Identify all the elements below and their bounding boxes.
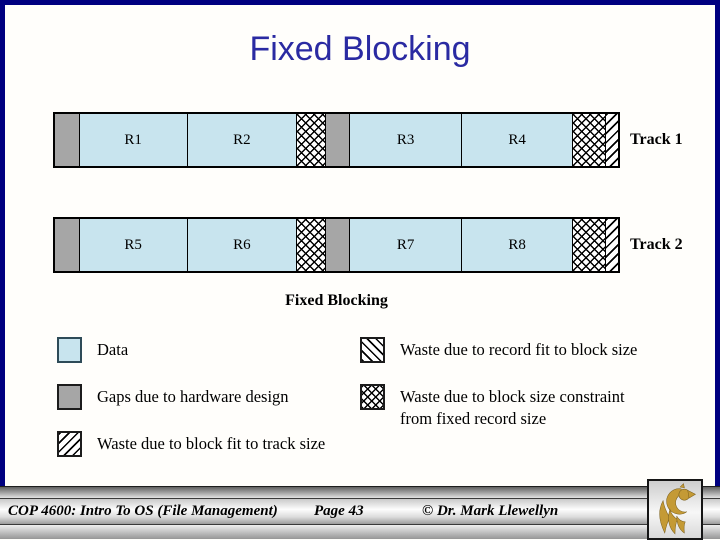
slide-border-right <box>715 0 720 487</box>
legend-label-blocksize-line2: from fixed record size <box>400 409 547 428</box>
track-segment-data-r5: R5 <box>78 219 187 271</box>
legend-label-blocksize-waste: Waste due to block size constraint from … <box>400 384 625 430</box>
track-segment-diag <box>605 219 618 271</box>
legend-swatch-gap <box>57 384 82 410</box>
track-segment-data-r1: R1 <box>78 114 187 166</box>
footer-page-number: Page 43 <box>314 503 364 519</box>
footer-course: COP 4600: Intro To OS (File Management) <box>8 503 278 519</box>
track-segment-cross <box>295 114 325 166</box>
track-segment-gap <box>55 219 79 271</box>
legend-label-record-waste: Waste due to record fit to block size <box>400 340 638 359</box>
slide-border-top <box>0 0 720 5</box>
legend-row-track-waste: Waste due to block fit to track size <box>57 431 325 457</box>
ucf-pegasus-logo <box>659 482 696 534</box>
legend-row-blocksize-waste: Waste due to block size constraint from … <box>360 384 625 430</box>
track-segment-gap <box>324 114 350 166</box>
track-label-1: Track 1 <box>630 131 683 148</box>
legend-swatch-crosshatch <box>360 384 385 410</box>
legend-row-data: Data <box>57 337 128 363</box>
track-segment-gap <box>55 114 79 166</box>
logo-panel <box>647 479 703 540</box>
track-segment-cross <box>572 114 605 166</box>
track-segment-data-r7: R7 <box>349 219 461 271</box>
legend-label-data: Data <box>97 340 129 359</box>
track-segment-data-r2: R2 <box>186 114 296 166</box>
legend-swatch-diagonal-back <box>360 337 385 363</box>
track-segment-cross <box>572 219 605 271</box>
legend-row-record-waste: Waste due to record fit to block size <box>360 337 637 363</box>
footer-top-strip <box>0 486 720 499</box>
footer-copyright: © Dr. Mark Llewellyn <box>422 503 559 519</box>
track-label-2: Track 2 <box>630 236 683 253</box>
track-segment-data-r6: R6 <box>186 219 296 271</box>
diagram-caption: Fixed Blocking <box>285 292 388 309</box>
footer-bottom-strip <box>0 525 720 539</box>
footer-bar: COP 4600: Intro To OS (File Management) … <box>0 486 720 539</box>
footer-main-strip: COP 4600: Intro To OS (File Management) … <box>0 499 720 525</box>
track-segment-data-r4: R4 <box>460 114 573 166</box>
track-segment-cross <box>295 219 325 271</box>
legend-swatch-data <box>57 337 82 363</box>
legend-swatch-diagonal-forward <box>57 431 82 457</box>
slide-border-left <box>0 0 5 487</box>
legend-row-gaps: Gaps due to hardware design <box>57 384 289 410</box>
slide-title: Fixed Blocking <box>249 30 471 68</box>
track-segment-gap <box>324 219 350 271</box>
track-segment-data-r8: R8 <box>460 219 573 271</box>
legend-label-track-waste: Waste due to block fit to track size <box>97 434 326 453</box>
track-segment-diag <box>605 114 618 166</box>
track-segment-data-r3: R3 <box>349 114 461 166</box>
legend-label-gaps: Gaps due to hardware design <box>97 387 289 406</box>
legend-label-blocksize-line1: Waste due to block size constraint <box>400 387 625 406</box>
